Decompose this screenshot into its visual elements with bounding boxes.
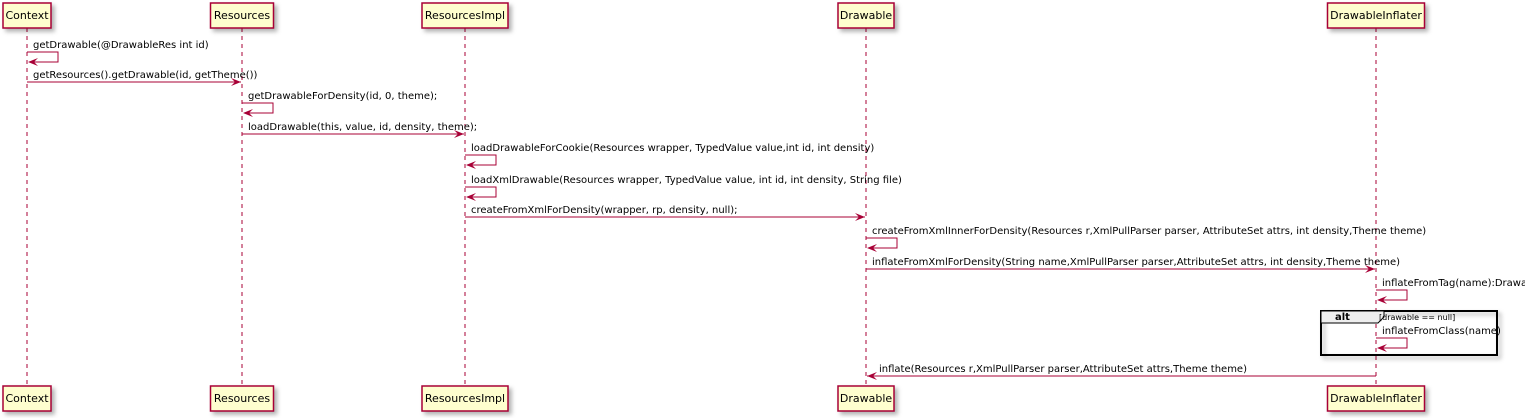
- participant-resourcesimpl-bottom[interactable]: ResourcesImpl: [421, 385, 509, 412]
- message: getResources().getDrawable(id, getTheme(…: [27, 70, 258, 86]
- self-message-arrow: [465, 154, 497, 166]
- self-message-arrow: [1376, 337, 1408, 349]
- participant-label: ResourcesImpl: [425, 392, 505, 405]
- self-message-arrow: [27, 51, 59, 63]
- message: loadXmlDrawable(Resources wrapper, Typed…: [465, 175, 902, 201]
- participant-resources-bottom[interactable]: Resources: [209, 385, 275, 412]
- participant-label: DrawableInflater: [1330, 392, 1422, 405]
- message: loadDrawable(this, value, id, density, t…: [242, 122, 477, 138]
- participant-label: Drawable: [840, 392, 893, 405]
- self-message-arrow: [465, 186, 497, 198]
- message-label: inflateFromXmlForDensity(String name,Xml…: [872, 257, 1400, 268]
- message-label: getDrawable(@DrawableRes int id): [33, 40, 209, 51]
- participant-label: ResourcesImpl: [425, 9, 505, 22]
- arrow-head: [867, 372, 877, 380]
- message: getDrawableForDensity(id, 0, theme);: [242, 91, 437, 117]
- self-message-arrow: [242, 102, 274, 114]
- participant-label: Resources: [214, 392, 270, 405]
- message: inflateFromTag(name):Drawable: [1376, 278, 1525, 304]
- arrow-head: [454, 130, 464, 138]
- arrow-head: [28, 58, 38, 66]
- participant-drawable-bottom[interactable]: Drawable: [837, 385, 895, 412]
- message-label: inflateFromClass(name): [1382, 326, 1501, 337]
- message: createFromXmlInnerForDensity(Resources r…: [866, 226, 1426, 252]
- arrow-head: [867, 244, 877, 252]
- message: inflate(Resources r,XmlPullParser parser…: [867, 364, 1376, 380]
- message-label: createFromXmlForDensity(wrapper, rp, den…: [471, 205, 738, 216]
- message-label: createFromXmlInnerForDensity(Resources r…: [872, 226, 1426, 237]
- message-label: getDrawableForDensity(id, 0, theme);: [248, 91, 437, 102]
- participant-resources-top[interactable]: Resources: [209, 2, 275, 29]
- message-label: getResources().getDrawable(id, getTheme(…: [33, 70, 258, 81]
- arrow-head: [1377, 344, 1387, 352]
- participant-label: Context: [5, 9, 49, 22]
- message: inflateFromXmlForDensity(String name,Xml…: [866, 257, 1400, 273]
- participant-resourcesimpl-top[interactable]: ResourcesImpl: [421, 2, 509, 29]
- arrow-head: [231, 78, 241, 86]
- message: loadDrawableForCookie(Resources wrapper,…: [465, 143, 874, 169]
- participant-label: DrawableInflater: [1330, 9, 1422, 22]
- arrow-head: [466, 161, 476, 169]
- message: inflateFromClass(name): [1376, 326, 1501, 352]
- self-message-arrow: [866, 237, 898, 249]
- participant-label: Resources: [214, 9, 270, 22]
- participant-label: Drawable: [840, 9, 893, 22]
- alt-fragment: alt [drawable == null]: [1320, 310, 1498, 356]
- message-label: loadDrawable(this, value, id, density, t…: [248, 122, 477, 133]
- message: createFromXmlForDensity(wrapper, rp, den…: [465, 205, 865, 221]
- message-label: loadDrawableForCookie(Resources wrapper,…: [471, 143, 874, 154]
- participant-drawableinflater-bottom[interactable]: DrawableInflater: [1326, 385, 1426, 412]
- message-label: inflate(Resources r,XmlPullParser parser…: [879, 364, 1247, 375]
- arrow-head: [1365, 265, 1375, 273]
- message-label: inflateFromTag(name):Drawable: [1382, 278, 1525, 289]
- participant-context-bottom[interactable]: Context: [2, 385, 52, 412]
- participant-drawableinflater-top[interactable]: DrawableInflater: [1326, 2, 1426, 29]
- arrow-head: [466, 193, 476, 201]
- arrow-head: [1377, 296, 1387, 304]
- alt-guard: [drawable == null]: [1379, 313, 1455, 322]
- arrow-head: [855, 213, 865, 221]
- message: getDrawable(@DrawableRes int id): [27, 40, 209, 66]
- self-message-arrow: [1376, 289, 1408, 301]
- participant-drawable-top[interactable]: Drawable: [837, 2, 895, 29]
- arrow-head: [243, 109, 253, 117]
- message-label: loadXmlDrawable(Resources wrapper, Typed…: [471, 175, 902, 186]
- participant-context-top[interactable]: Context: [2, 2, 52, 29]
- participant-label: Context: [5, 392, 49, 405]
- alt-label: alt: [1335, 312, 1350, 323]
